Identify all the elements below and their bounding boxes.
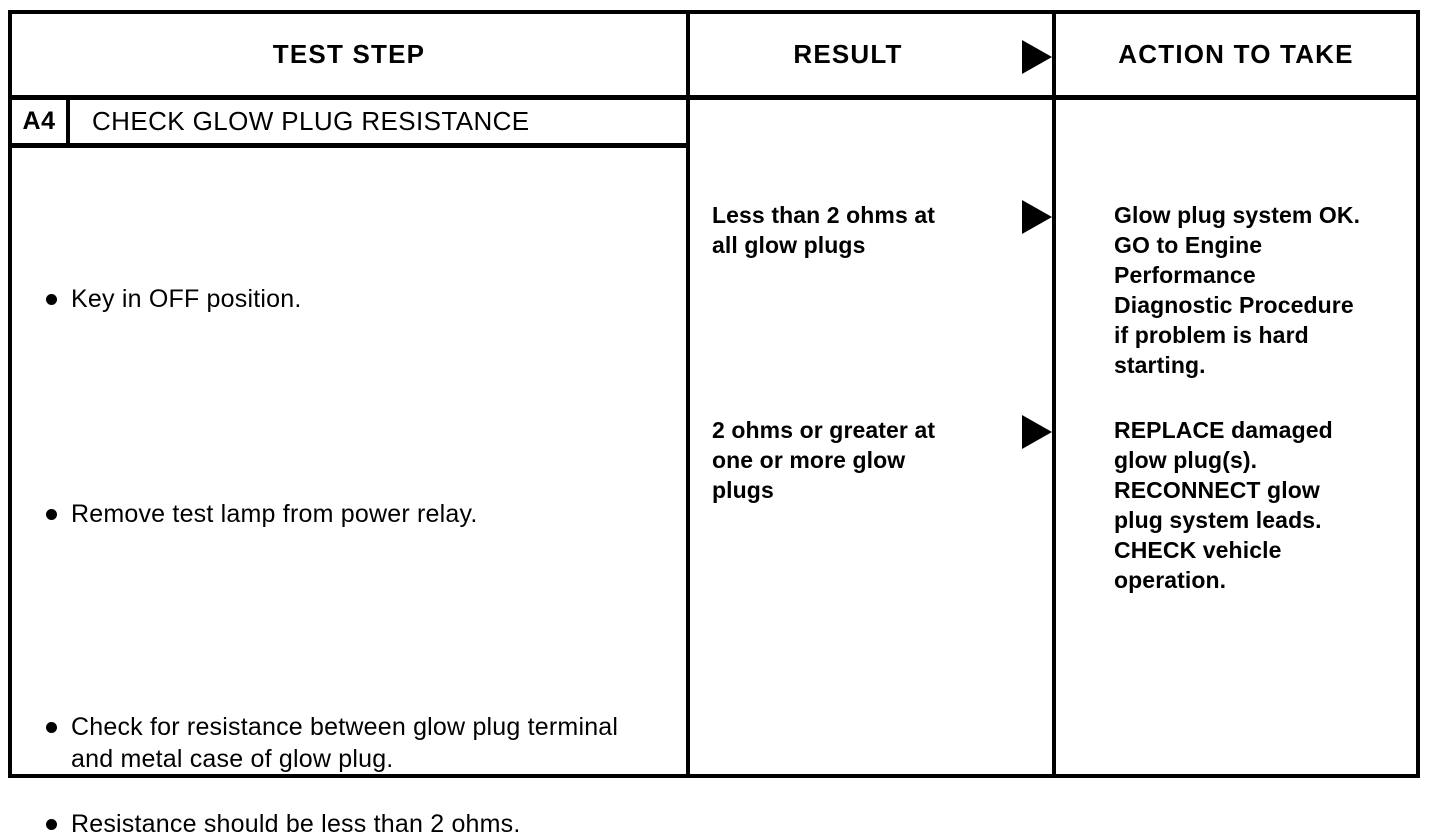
list-item: Remove test lamp from power relay.: [46, 498, 676, 530]
list-item: Key in OFF position.: [46, 283, 676, 315]
column-header-test-step: TEST STEP: [12, 14, 690, 95]
column-header-result-label: RESULT: [793, 39, 903, 69]
right-triangle-icon: [1022, 200, 1052, 234]
list-item-text: Remove test lamp from power relay.: [71, 500, 478, 528]
cell-test-step: A4 CHECK GLOW PLUG RESISTANCE Key in OFF…: [12, 100, 690, 838]
column-header-action-to-take: ACTION TO TAKE: [1056, 14, 1416, 95]
right-triangle-icon: [1022, 40, 1052, 74]
cell-result: Less than 2 ohms at all glow plugs 2 ohm…: [690, 100, 1056, 774]
column-header-action-to-take-label: ACTION TO TAKE: [1118, 39, 1354, 69]
step-title: CHECK GLOW PLUG RESISTANCE: [92, 106, 530, 136]
step-code-badge: A4: [12, 100, 70, 143]
bullet-dot-icon: [46, 509, 57, 520]
column-header-result: RESULT: [690, 14, 1056, 95]
result-text-2: 2 ohms or greater at one or more glow pl…: [712, 417, 936, 503]
bullet-dot-icon: [46, 722, 57, 733]
step-banner: A4 CHECK GLOW PLUG RESISTANCE: [12, 100, 686, 148]
list-item-text: Check for resistance between glow plug t…: [71, 713, 619, 773]
bullet-dot-icon: [46, 819, 57, 830]
action-text-1: Glow plug system OK. GO to Engine Perfor…: [1114, 202, 1361, 378]
diagnostic-table: TEST STEP RESULT ACTION TO TAKE A4 CHECK…: [8, 10, 1420, 838]
table-header-row: TEST STEP RESULT ACTION TO TAKE: [12, 14, 1416, 100]
cell-action-to-take: Glow plug system OK. GO to Engine Perfor…: [1056, 100, 1416, 774]
list-item: Check for resistance between glow plug t…: [46, 711, 676, 775]
page-canvas: TEST STEP RESULT ACTION TO TAKE A4 CHECK…: [8, 10, 1420, 838]
table-body-row: A4 CHECK GLOW PLUG RESISTANCE Key in OFF…: [12, 100, 1416, 838]
list-item-text: Resistance should be less than 2 ohms.: [71, 810, 521, 838]
list-item-text: Key in OFF position.: [71, 285, 302, 313]
right-triangle-icon: [1022, 415, 1052, 449]
bullet-dot-icon: [46, 294, 57, 305]
column-header-test-step-label: TEST STEP: [272, 39, 426, 69]
result-text-1: Less than 2 ohms at all glow plugs: [712, 202, 936, 258]
list-item: Resistance should be less than 2 ohms.: [46, 808, 676, 840]
action-text-2: REPLACE damaged glow plug(s). RECONNECT …: [1114, 417, 1333, 593]
